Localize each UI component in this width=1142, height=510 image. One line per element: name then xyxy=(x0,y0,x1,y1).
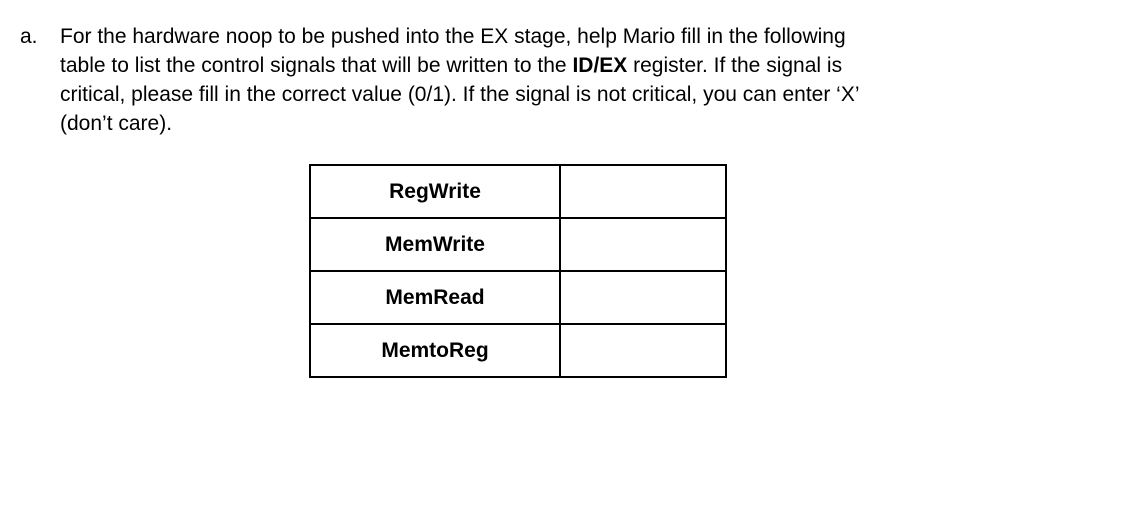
table-row-memread: MemRead xyxy=(309,270,727,325)
signal-value-memtoreg xyxy=(559,323,727,378)
list-marker: a. xyxy=(20,25,38,48)
table-row-regwrite: RegWrite xyxy=(309,164,727,219)
question-block: a. For the hardware noop to be pushed in… xyxy=(20,22,860,138)
question-line-2-post: register. If the signal is xyxy=(627,54,843,77)
idex-register-label: ID/EX xyxy=(572,54,628,77)
question-line-2-pre: table to list the control signals that w… xyxy=(60,54,573,77)
signal-name-regwrite: RegWrite xyxy=(309,164,561,219)
table-row-memwrite: MemWrite xyxy=(309,217,727,272)
question-line-4: (don’t care). xyxy=(60,112,173,135)
signal-value-memread xyxy=(559,270,727,325)
question-line-3: critical, please fill in the correct val… xyxy=(60,83,860,106)
signal-value-memwrite xyxy=(559,217,727,272)
signal-name-memtoreg: MemtoReg xyxy=(309,323,561,378)
signal-name-memwrite: MemWrite xyxy=(309,217,561,272)
table-row-memtoreg: MemtoReg xyxy=(309,323,727,378)
question-line-1: For the hardware noop to be pushed into … xyxy=(60,25,846,48)
control-signals-table: RegWrite MemWrite MemRead MemtoReg xyxy=(309,164,727,378)
question-text: For the hardware noop to be pushed into … xyxy=(60,22,860,138)
question-line-2: table to list the control signals that w… xyxy=(60,51,860,80)
signal-name-memread: MemRead xyxy=(309,270,561,325)
signal-value-regwrite xyxy=(559,164,727,219)
